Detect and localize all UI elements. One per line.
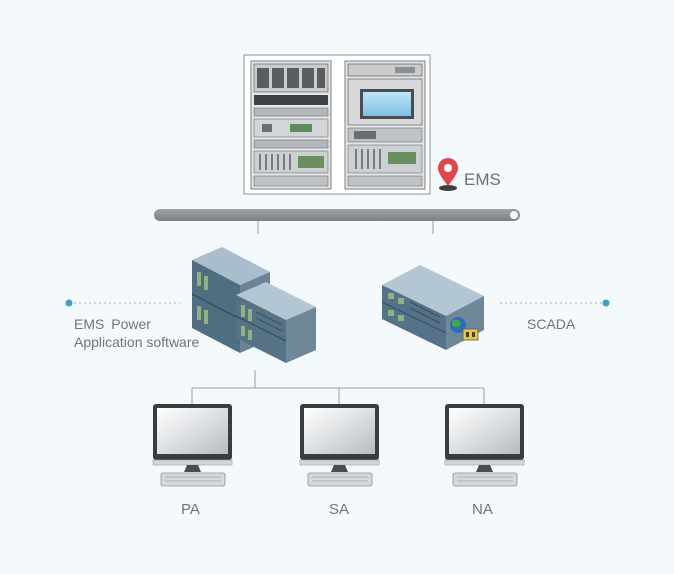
workstation-monitor-icon	[299, 404, 380, 487]
workstation-label-sa: SA	[329, 501, 350, 518]
workstation-monitor-icon	[152, 404, 233, 487]
workstation-monitor-icon	[444, 404, 525, 487]
location-pin-icon	[438, 158, 458, 191]
application-software-label: Application software	[74, 334, 200, 350]
scada-label: SCADA	[527, 316, 576, 332]
workstation-tree	[191, 370, 485, 404]
workstation-label-pa: PA	[181, 501, 200, 518]
workstation-label-na: NA	[472, 501, 493, 518]
network-bus	[154, 209, 520, 221]
ems-power-label: EMS Power	[74, 316, 151, 332]
dotted-connector-left	[65, 299, 180, 307]
server-cluster-icon	[191, 247, 316, 363]
scada-server-icon	[381, 265, 484, 350]
dotted-connector-right	[500, 299, 610, 307]
ems-label: EMS	[464, 170, 501, 189]
server-cabinet-icon	[243, 54, 431, 195]
